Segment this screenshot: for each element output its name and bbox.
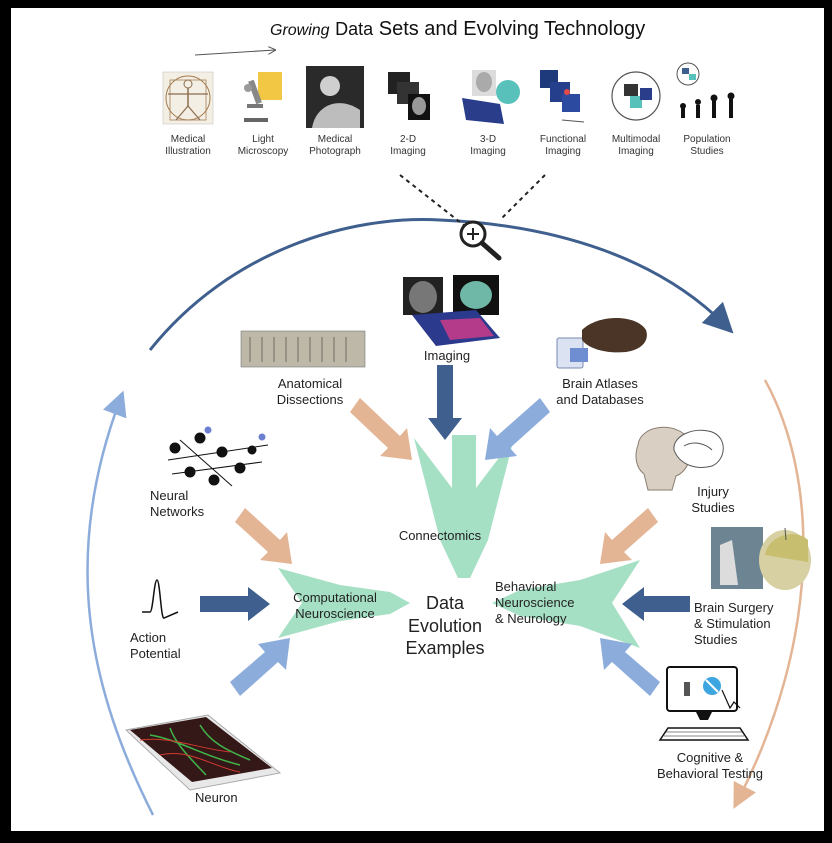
vitruvian-man-icon xyxy=(162,71,214,125)
skull-brain-icon xyxy=(635,426,724,491)
action-potential-icon xyxy=(142,579,179,619)
growth-arrow-line xyxy=(194,50,275,56)
label-connectomics: Connectomics xyxy=(398,528,482,543)
tech-label-2d-imaging: 2-D Imaging xyxy=(390,134,426,158)
tech-label-medical-illustration: Medical Illustration xyxy=(165,134,211,158)
microscope-icon xyxy=(244,72,282,122)
arrow-neuron xyxy=(230,638,290,696)
label-neuron: Neuron xyxy=(195,790,238,805)
arrow-action-potential xyxy=(200,587,270,621)
arrow-anatomical xyxy=(350,398,412,460)
title-data: Data xyxy=(335,19,374,39)
neural-network-icon xyxy=(167,426,269,487)
tech-label-functional-imaging: Functional Imaging xyxy=(539,134,587,158)
computational-flow xyxy=(278,568,410,638)
label-imaging: Imaging xyxy=(423,348,471,363)
label-cognitive-testing: Cognitive & Behavioral Testing xyxy=(657,750,763,781)
imaging-icon xyxy=(403,275,500,346)
tech-label-light-microscopy: Light Microscopy xyxy=(237,134,289,158)
anatomical-dissection-icon xyxy=(240,330,366,368)
title-suffix: Sets and Evolving Technology xyxy=(378,18,646,40)
label-action-potential: Action Potential xyxy=(130,630,181,661)
arrow-imaging xyxy=(428,365,462,440)
label-anatomical-dissections: Anatomical Dissections xyxy=(276,376,344,407)
tech-label-medical-photograph: Medical Photograph xyxy=(309,134,361,158)
cycle-arc-left xyxy=(86,390,155,816)
multimodal-cycle-icon xyxy=(611,71,661,121)
tech-label-3d-imaging: 3-D Imaging xyxy=(470,134,506,158)
label-behavioral-neuroscience: Behavioral Neuroscience & Neurology xyxy=(495,579,575,626)
arrow-injury xyxy=(600,508,658,564)
cycle-arc-top xyxy=(148,218,734,351)
tech-label-population-studies: Population Studies xyxy=(683,134,731,158)
behavioral-flow xyxy=(492,560,640,648)
arrow-neural-networks xyxy=(235,508,292,564)
arrow-atlases xyxy=(485,398,550,460)
arrow-surgery xyxy=(622,587,690,621)
connectomics-flow xyxy=(414,435,514,578)
tech-label-multimodal-imaging: Multimodal Imaging xyxy=(611,134,661,158)
computer-test-icon xyxy=(658,666,750,741)
functional-scan-icon xyxy=(540,70,585,123)
brain-surgery-stimulation-icon xyxy=(711,527,811,590)
magnifier-icon xyxy=(459,220,502,261)
label-injury-studies: Injury Studies xyxy=(691,484,735,515)
label-brain-surgery: Brain Surgery & Stimulation Studies xyxy=(694,600,774,647)
diagram-title: Growing Data Sets and Evolving Technolog… xyxy=(270,18,645,41)
label-brain-atlases: Brain Atlases and Databases xyxy=(556,376,644,407)
label-neural-networks: Neural Networks xyxy=(150,488,205,519)
neuron-slide-icon xyxy=(124,714,282,791)
human-evolution-icon xyxy=(676,62,735,118)
arrow-cognitive xyxy=(600,638,660,696)
cycle-arc-right xyxy=(733,379,805,809)
zoom-line-left xyxy=(399,174,471,231)
patient-photograph-icon xyxy=(306,66,364,128)
center-label: Data Evolution Examples xyxy=(405,593,485,658)
title-growing: Growing xyxy=(270,22,330,39)
zoom-line-right xyxy=(499,174,546,221)
2d-scan-stack-icon xyxy=(388,72,430,120)
brain-atlas-database-icon xyxy=(556,318,647,369)
label-computational-neuroscience: Computational Neuroscience xyxy=(293,590,377,621)
3d-brain-render-icon xyxy=(462,70,520,124)
